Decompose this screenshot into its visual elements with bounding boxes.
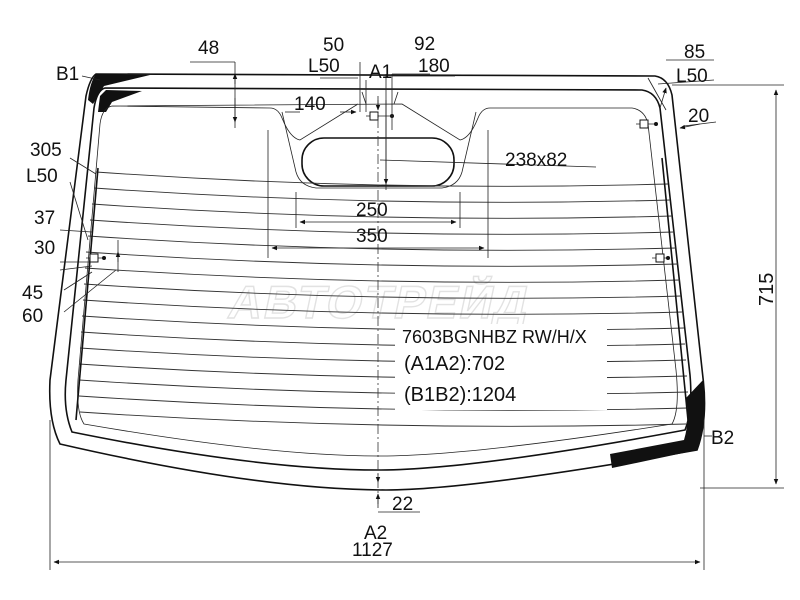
dim-250: 250: [356, 200, 388, 221]
dim-30: 30: [34, 238, 55, 259]
corner-block-b1: [88, 74, 150, 104]
dim-20: 20: [688, 106, 709, 127]
dim-60: 60: [22, 306, 43, 327]
heated-area-outline: [77, 103, 678, 457]
dim-140: 140: [294, 94, 326, 115]
bus-bar-right: [661, 157, 689, 421]
dim-180: 180: [418, 56, 450, 77]
terminal-left: [86, 253, 106, 263]
center-notch-top: [361, 91, 399, 105]
dim-l50-right: L50: [676, 66, 708, 87]
terminal-top-center: [366, 111, 394, 121]
dim-1127: 1127: [352, 540, 393, 561]
terminal-right: [652, 253, 670, 263]
point-b2: B2: [711, 428, 734, 449]
point-a1: A1: [369, 62, 392, 83]
dim-50: 50: [323, 35, 344, 56]
bus-bar-left: [75, 167, 99, 421]
measure-b1b2: (B1B2):1204: [404, 384, 516, 406]
glass-outer-edge: [48, 73, 706, 491]
point-a2: A2: [364, 523, 387, 544]
part-code: 7603BGNHBZ RW/H/X: [402, 327, 587, 347]
corner-block-top-left-inner: [98, 90, 142, 112]
dim-92: 92: [414, 34, 435, 55]
corner-block-b2: [610, 380, 705, 468]
watermark: АВТОТРЕЙД: [224, 276, 536, 327]
dim-48: 48: [198, 38, 219, 59]
dim-238x82: 238x82: [505, 150, 567, 171]
measure-a1a2: (A1A2):702: [404, 353, 505, 375]
terminal-top-right: [636, 119, 658, 129]
dim-715: 715: [756, 273, 778, 306]
dim-l50-top: L50: [308, 56, 340, 77]
center-notch: [281, 111, 477, 189]
dim-85: 85: [684, 42, 705, 63]
dim-350: 350: [356, 226, 388, 247]
dim-305: 305: [30, 140, 62, 161]
dim-37: 37: [34, 208, 55, 229]
dim-l50-left: L50: [26, 166, 58, 187]
point-b1: B1: [56, 64, 79, 85]
dim-22: 22: [392, 494, 413, 515]
dim-45: 45: [22, 283, 43, 304]
label-background: [395, 324, 607, 410]
